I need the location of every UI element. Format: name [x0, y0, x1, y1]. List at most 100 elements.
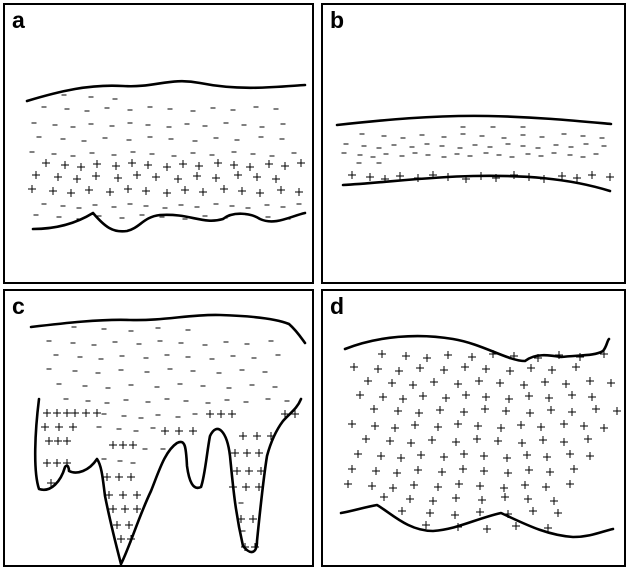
- plus-mark: [394, 407, 402, 415]
- plus-mark: [69, 423, 77, 431]
- plus-mark: [113, 521, 121, 529]
- plus-mark: [524, 495, 532, 503]
- plus-mark: [588, 393, 596, 401]
- plus-mark: [175, 427, 183, 435]
- plus-mark: [442, 394, 450, 402]
- plus-mark: [41, 423, 49, 431]
- panel-label-a: a: [12, 7, 25, 33]
- plus-mark: [362, 435, 370, 443]
- plus-mark: [527, 364, 535, 372]
- plus-mark: [560, 420, 568, 428]
- plus-mark: [348, 465, 356, 473]
- plus-mark: [144, 161, 152, 169]
- plus-mark: [568, 391, 576, 399]
- plus-mark: [63, 409, 71, 417]
- plus-mark: [195, 162, 203, 170]
- plus-mark: [71, 409, 79, 417]
- plus-mark: [416, 364, 424, 372]
- plus-mark: [229, 483, 237, 491]
- panel-c-drawing: [5, 291, 312, 565]
- plus-mark: [460, 408, 468, 416]
- plus-mark: [409, 381, 417, 389]
- plus-mark: [468, 353, 476, 361]
- plus-mark: [277, 186, 285, 194]
- plus-mark: [389, 484, 397, 492]
- plus-mark: [502, 407, 510, 415]
- plus-mark: [525, 173, 533, 181]
- plus-mark: [518, 439, 526, 447]
- plus-mark: [228, 410, 236, 418]
- plus-mark: [560, 438, 568, 446]
- panel-label-d: d: [330, 293, 344, 319]
- plus-mark: [119, 491, 127, 499]
- plus-mark: [462, 391, 470, 399]
- plus-mark: [114, 174, 122, 182]
- plus-mark: [128, 159, 136, 167]
- plus-mark: [344, 480, 352, 488]
- plus-mark: [414, 466, 422, 474]
- plus-mark: [440, 366, 448, 374]
- plus-mark: [388, 379, 396, 387]
- panel-d-drawing: [323, 291, 624, 565]
- plus-mark: [391, 424, 399, 432]
- plus-mark: [566, 480, 574, 488]
- plus-mark: [397, 454, 405, 462]
- plus-mark: [133, 171, 141, 179]
- plus-mark: [85, 186, 93, 194]
- plus-mark: [586, 452, 594, 460]
- plus-mark: [399, 395, 407, 403]
- plus-mark: [378, 350, 386, 358]
- plus-mark: [481, 405, 489, 413]
- plus-mark: [600, 424, 608, 432]
- plus-mark: [53, 459, 61, 467]
- plus-mark: [474, 422, 482, 430]
- plus-mark: [393, 469, 401, 477]
- plus-mark: [434, 483, 442, 491]
- plus-mark: [54, 437, 62, 445]
- plus-mark: [372, 467, 380, 475]
- plus-mark: [422, 521, 430, 529]
- plus-mark: [430, 378, 438, 386]
- plus-mark: [395, 367, 403, 375]
- plus-mark: [473, 435, 481, 443]
- plus-mark: [73, 175, 81, 183]
- plus-mark: [500, 484, 508, 492]
- plus-mark: [233, 467, 241, 475]
- plus-mark: [243, 449, 251, 457]
- plus-mark: [506, 367, 514, 375]
- plus-mark: [455, 480, 463, 488]
- plus-mark: [452, 494, 460, 502]
- plus-mark: [234, 171, 242, 179]
- plus-mark: [350, 363, 358, 371]
- plus-mark: [28, 185, 36, 193]
- plus-mark: [545, 394, 553, 402]
- plus-mark: [554, 509, 562, 517]
- panel-a: a: [3, 3, 314, 284]
- plus-mark: [454, 420, 462, 428]
- plus-mark: [199, 188, 207, 196]
- plus-mark: [67, 189, 75, 197]
- plus-mark: [548, 366, 556, 374]
- plus-mark: [477, 172, 485, 180]
- plus-mark: [541, 378, 549, 386]
- plus-mark: [242, 483, 250, 491]
- plus-mark: [152, 173, 160, 181]
- plus-mark: [444, 351, 452, 359]
- plus-mark: [444, 173, 452, 181]
- plus-mark: [607, 379, 615, 387]
- plus-mark: [529, 507, 537, 515]
- plus-mark: [249, 515, 257, 523]
- plus-mark: [380, 493, 388, 501]
- plus-mark: [539, 436, 547, 444]
- plus-mark: [212, 174, 220, 182]
- plus-mark: [119, 441, 127, 449]
- plus-mark: [526, 409, 534, 417]
- plus-mark: [255, 449, 263, 457]
- plus-mark: [537, 423, 545, 431]
- plus-mark: [402, 352, 410, 360]
- plus-mark: [93, 409, 101, 417]
- plus-mark: [377, 452, 385, 460]
- plus-mark: [396, 172, 404, 180]
- plus-mark: [32, 171, 40, 179]
- panel-c: c: [3, 289, 314, 567]
